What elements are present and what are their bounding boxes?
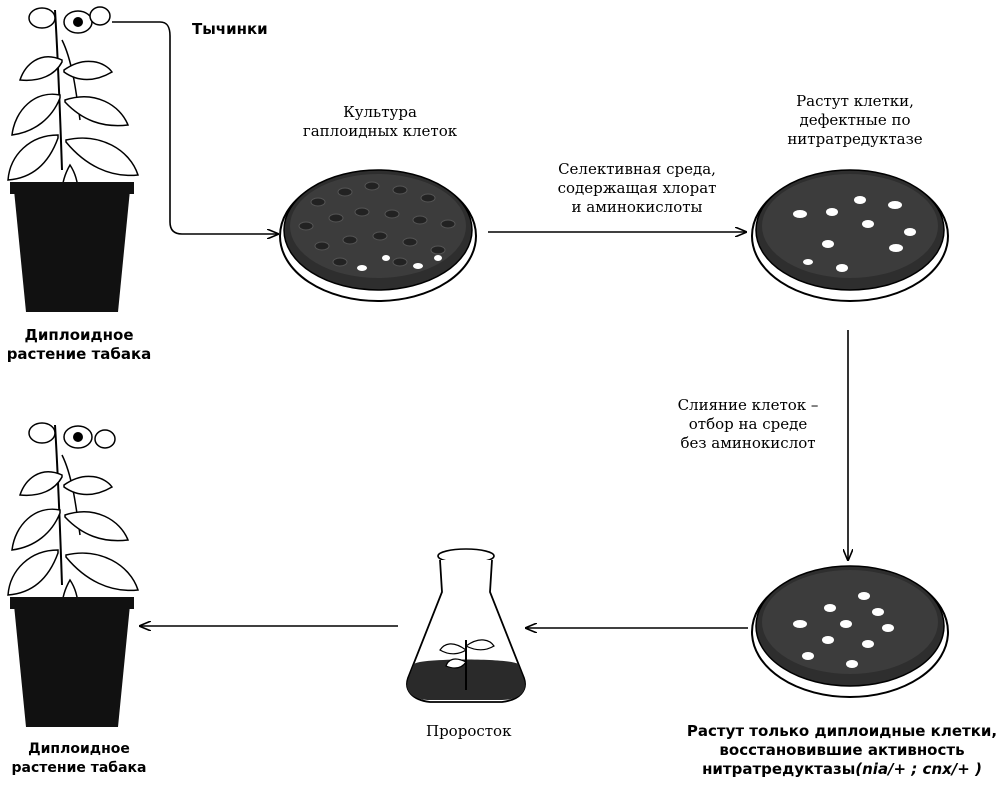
tobacco-plant-bottom-icon <box>8 423 138 727</box>
label-genotype: (nia/+ ; cnx/+ ) <box>855 760 982 778</box>
label-diploid-last-line: нитратредуктазы(nia/+ ; cnx/+ ) <box>686 760 998 779</box>
petri-dish-diploid-icon <box>752 566 948 697</box>
arrow-stamens-to-culture <box>112 22 278 234</box>
label-diploid-cells: Растут только диплоидные клетки, восстан… <box>686 722 998 779</box>
tobacco-plant-top-icon <box>8 7 138 312</box>
petri-dish-defective-icon <box>752 170 948 301</box>
label-stamens: Тычинки <box>192 20 268 39</box>
label-seedling: Проросток <box>426 722 511 741</box>
petri-dish-haploid-icon <box>280 170 476 301</box>
flask-seedling-icon <box>407 549 525 702</box>
